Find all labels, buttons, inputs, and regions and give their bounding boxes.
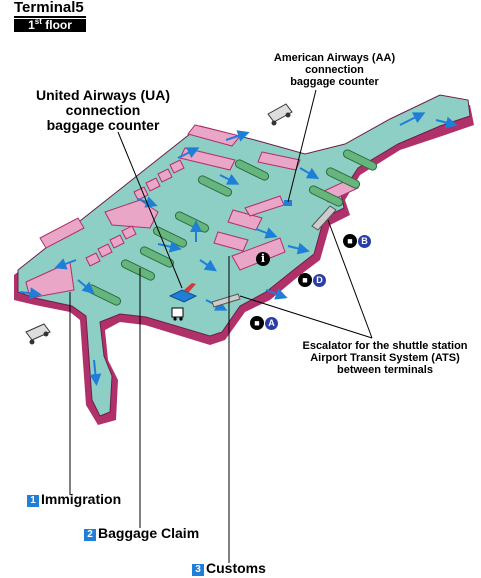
legend-number: 2 — [84, 529, 96, 541]
aa-callout-line1: American Airways (AA) — [273, 52, 396, 64]
legend-label: Baggage Claim — [98, 525, 200, 541]
baggage-carousels — [86, 149, 378, 306]
ua-callout-line1: United Airways (UA) — [35, 87, 171, 103]
floor-suffix: st — [34, 17, 42, 26]
bus-stop-letter: A — [265, 317, 278, 330]
bus-icon: ■ — [298, 273, 312, 287]
legend-label: Immigration — [41, 491, 122, 507]
bus-icon: ■ — [343, 234, 357, 248]
legend-number: 3 — [192, 564, 204, 576]
bus-stop-letter: D — [313, 274, 326, 287]
bus-icon: ■ — [250, 316, 264, 330]
bus-stop-a: ■A — [250, 316, 278, 330]
terminal-title: Terminal5 — [14, 0, 86, 18]
direction-arrow-icons — [19, 112, 458, 386]
ua-callout-line2: connection — [65, 102, 141, 118]
bus-stop-b: ■B — [343, 234, 371, 248]
legend-number: 1 — [27, 495, 39, 507]
taxi-van-icon — [267, 103, 293, 126]
bus-stop-letter: B — [358, 235, 371, 248]
ua-counter-callout: United Airways (UA) connection baggage c… — [28, 88, 178, 133]
taxi-van-icon — [25, 323, 51, 345]
information-icon: i — [256, 252, 270, 266]
floor-word: floor — [45, 18, 72, 32]
floor-label: 1st floor — [14, 17, 86, 32]
escalator-callout-line2: Airport Transit System (ATS) — [310, 352, 460, 364]
floor-number: 1 — [28, 18, 35, 32]
luggage-cart-icon — [171, 307, 184, 321]
aa-baggage-counter — [284, 200, 292, 206]
aa-callout-line2: connection — [305, 64, 364, 76]
escalator-callout-line3: between terminals — [337, 364, 433, 376]
legend-label: Customs — [206, 560, 266, 576]
escalator-callout: Escalator for the shuttle station Airpor… — [300, 340, 470, 376]
bus-stop-d: ■D — [298, 273, 326, 287]
aa-counter-callout: American Airways (AA) connection baggage… — [262, 52, 407, 88]
escalator-callout-line1: Escalator for the shuttle station — [302, 340, 468, 352]
ua-callout-line3: baggage counter — [46, 117, 160, 133]
aa-callout-line3: baggage counter — [290, 76, 379, 88]
callout-leader-lines — [69, 89, 373, 563]
ua-baggage-counter — [168, 283, 198, 303]
